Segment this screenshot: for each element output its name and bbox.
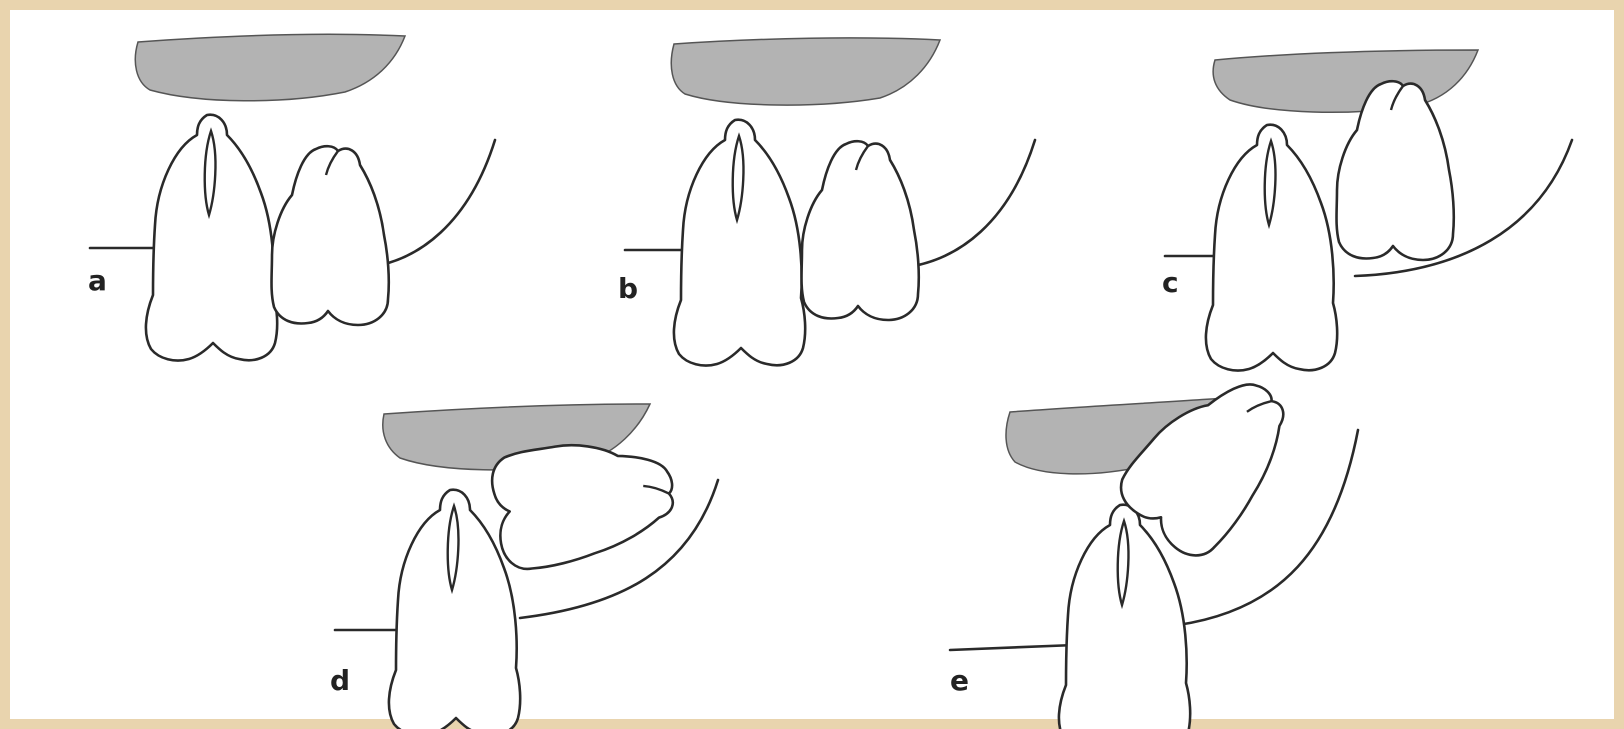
panel-label-c: c (1162, 266, 1179, 299)
panel-label-d: d (330, 664, 350, 697)
panel-label-b: b (618, 272, 638, 305)
panel-label-e: e (950, 664, 969, 697)
panel-label-a: a (88, 264, 107, 297)
